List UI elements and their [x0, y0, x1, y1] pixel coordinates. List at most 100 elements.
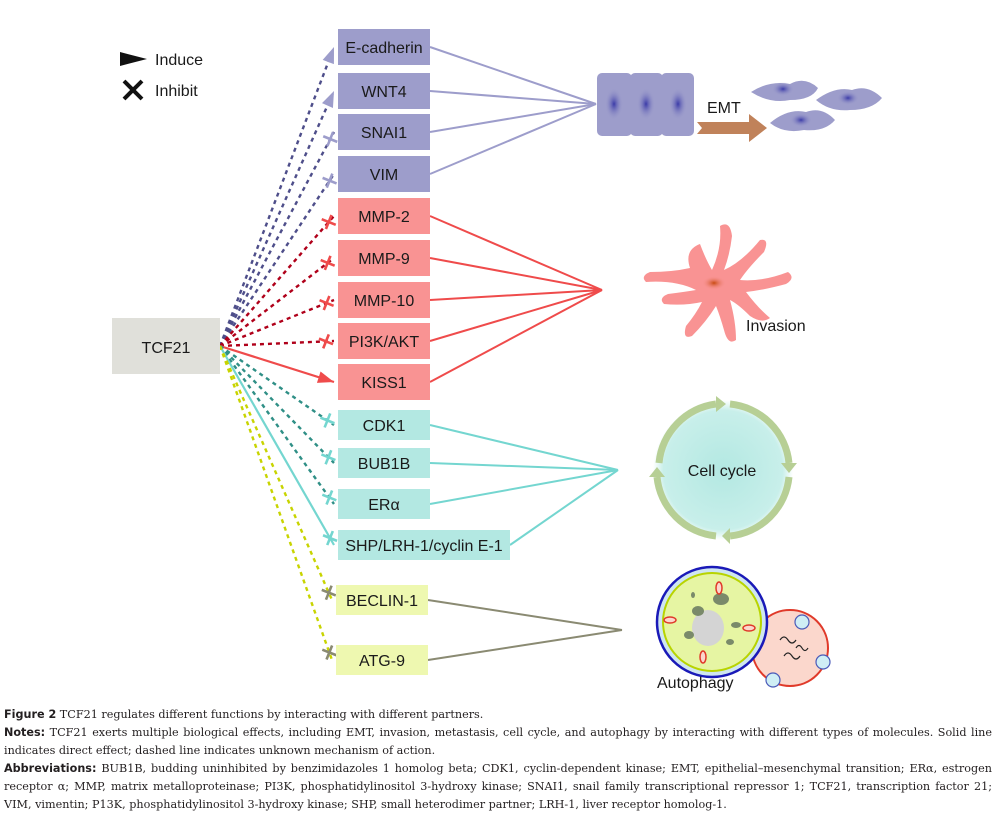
abbreviations-label: Abbreviations: [4, 762, 97, 775]
induce-legend-label: Induce [155, 52, 203, 69]
connector-kiss1 [219, 344, 335, 384]
node-label: KISS1 [361, 375, 406, 392]
node-mmp-2: MMP-2 [338, 198, 430, 234]
cell-cycle-illustration: Cell cycle [649, 396, 797, 544]
inhibit-cross-icon [321, 214, 337, 230]
inhibit-cross-icon [321, 490, 337, 505]
inhibit-cross-icon [321, 585, 337, 601]
autophagy-illustration: Autophagy [655, 565, 831, 692]
node-label: E-cadherin [345, 40, 422, 57]
inhibit-cross-icon [322, 131, 338, 147]
connector-shp-lrh-1-cyclin-e-1 [219, 345, 335, 546]
outcome-line [429, 103, 597, 133]
connector-bub1b [219, 345, 335, 464]
node-label: PI3K/AKT [349, 334, 419, 351]
connector-wnt4 [218, 90, 336, 347]
node-er-: ERα [338, 489, 430, 519]
node-label: ERα [368, 497, 399, 514]
connector-er- [219, 345, 335, 505]
outcome-line [509, 469, 619, 546]
outcome-line [429, 215, 603, 291]
inhibit-legend-icon [122, 79, 144, 101]
outcome-line [427, 629, 623, 661]
induce-arrow-icon [316, 371, 334, 383]
outcome-line [429, 289, 603, 342]
figure-title: Figure 2 TCF21 regulates different funct… [4, 706, 992, 724]
node-mmp-10: MMP-10 [338, 282, 430, 318]
emt-illustration: EMT [597, 73, 882, 142]
emt-arrow-icon [697, 114, 767, 142]
figure-label: Figure 2 [4, 708, 57, 721]
node-snai1: SNAI1 [338, 114, 430, 150]
induce-legend-icon [120, 52, 147, 66]
abbreviations-text: BUB1B, budding uninhibited by benzimidaz… [4, 762, 992, 811]
legend: Induce Inhibit [120, 52, 203, 101]
figure-text: TCF21 regulates different functions by i… [56, 708, 484, 721]
outcome-line [429, 90, 597, 105]
node-cdk1: CDK1 [338, 410, 430, 440]
outcome-line [429, 46, 597, 105]
invasion-illustration: Invasion [643, 224, 806, 342]
outcome-line [429, 462, 619, 471]
induce-arrow-icon [321, 91, 334, 109]
emt-label: EMT [707, 100, 741, 117]
notes-label: Notes: [4, 726, 46, 739]
outcome-line [429, 289, 603, 383]
induce-arrow-icon [322, 47, 334, 65]
notes-text: TCF21 exerts multiple biological effects… [4, 726, 992, 757]
connector-cdk1 [219, 345, 335, 426]
outcome-line [429, 424, 619, 471]
connector-mmp-9 [219, 257, 335, 347]
node-beclin-1: BECLIN-1 [336, 585, 428, 615]
node-label: MMP-10 [354, 293, 415, 310]
mesenchymal-cells [751, 80, 882, 132]
figure-notes: Notes: TCF21 exerts multiple biological … [4, 724, 992, 760]
node-label: WNT4 [361, 84, 406, 101]
hub-node: TCF21 [112, 318, 220, 374]
inhibit-cross-icon [320, 255, 336, 271]
outcome-line [429, 103, 597, 175]
cycle-arrowheads-icon [649, 396, 797, 544]
node-vim: VIM [338, 156, 430, 192]
figure-abbreviations: Abbreviations: BUB1B, budding uninhibite… [4, 760, 992, 814]
node-label: CDK1 [363, 418, 406, 435]
inhibit-cross-icon [319, 412, 335, 428]
inhibit-cross-icon [319, 295, 335, 311]
node-pi3k-akt: PI3K/AKT [338, 323, 430, 359]
figure-caption: Figure 2 TCF21 regulates different funct… [4, 706, 992, 814]
inhibit-cross-icon [318, 333, 334, 349]
connector-lines [218, 46, 338, 661]
inhibit-cross-icon [320, 449, 336, 465]
connector-atg-9 [218, 345, 334, 661]
node-kiss1: KISS1 [338, 364, 430, 400]
node-label: ATG-9 [359, 653, 405, 670]
epithelial-cells [597, 73, 694, 136]
outcome-line [429, 257, 603, 291]
invasion-label: Invasion [746, 318, 806, 335]
connector-pi3k-akt [219, 339, 335, 348]
hub-label: TCF21 [142, 340, 191, 357]
inhibit-legend-label: Inhibit [155, 83, 198, 100]
tcf21-diagram: Induce Inhibit TCF21 E-cadherinWNT4SNAI1… [112, 29, 882, 692]
connector-beclin-1 [218, 345, 334, 601]
outcome-line [429, 469, 619, 505]
outcome-line [427, 599, 623, 631]
node-label: VIM [370, 167, 398, 184]
cell-cycle-label: Cell cycle [688, 463, 757, 480]
node-label: SHP/LRH-1/cyclin E-1 [345, 538, 502, 555]
node-label: BECLIN-1 [346, 593, 418, 610]
connector-vim [218, 173, 336, 347]
node-shp-lrh-1-cyclin-e-1: SHP/LRH-1/cyclin E-1 [338, 530, 510, 560]
node-mmp-9: MMP-9 [338, 240, 430, 276]
node-label: MMP-9 [358, 251, 410, 268]
outcome-line [429, 289, 603, 301]
inhibit-cross-icon [321, 644, 337, 660]
autophagy-label: Autophagy [657, 675, 734, 692]
node-label: BUB1B [358, 456, 410, 473]
node-label: MMP-2 [358, 209, 410, 226]
inhibit-cross-icon [322, 173, 338, 189]
inhibit-cross-icon [322, 530, 338, 546]
node-atg-9: ATG-9 [336, 645, 428, 675]
connector-mmp-2 [219, 215, 335, 347]
